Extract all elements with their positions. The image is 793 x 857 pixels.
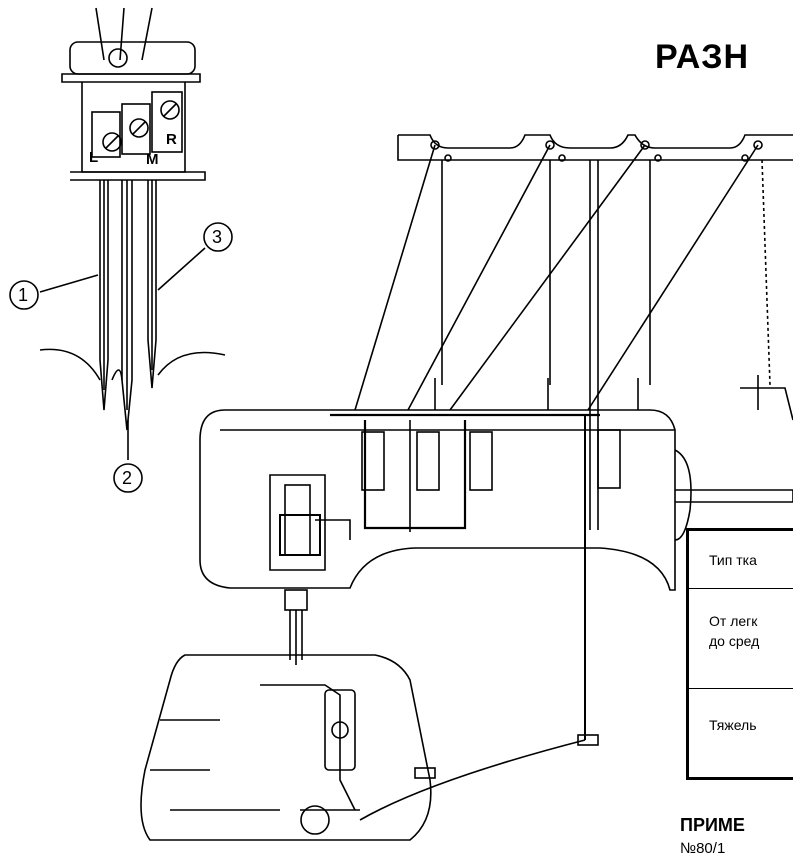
note-text: №80/1 — [680, 840, 726, 857]
table-cell-line2: до сред — [709, 633, 760, 649]
callout-2: 2 — [122, 468, 133, 488]
needle-letter-right: R — [166, 131, 177, 148]
note-heading: ПРИМЕ — [680, 815, 745, 835]
serger-machine-illustration — [140, 134, 793, 841]
needle-letter-middle: M — [146, 151, 159, 168]
table-row: От легк до сред — [689, 589, 793, 689]
callout-1: 1 — [18, 285, 29, 305]
table-row: Тяжель — [689, 689, 793, 777]
table-cell-line1: Тяжель — [709, 717, 757, 733]
callout-3: 3 — [212, 227, 223, 247]
table-cell-line1: От легк — [709, 613, 758, 629]
fabric-table: Тип тка От легк до сред Тяжель — [686, 528, 793, 780]
table-header-row: Тип тка — [689, 531, 793, 589]
needle-letter-left: L — [89, 149, 99, 166]
table-header-cell: Тип тка — [709, 552, 757, 568]
needle-detail-illustration — [9, 7, 233, 493]
page-title: РАЗН — [655, 38, 750, 76]
